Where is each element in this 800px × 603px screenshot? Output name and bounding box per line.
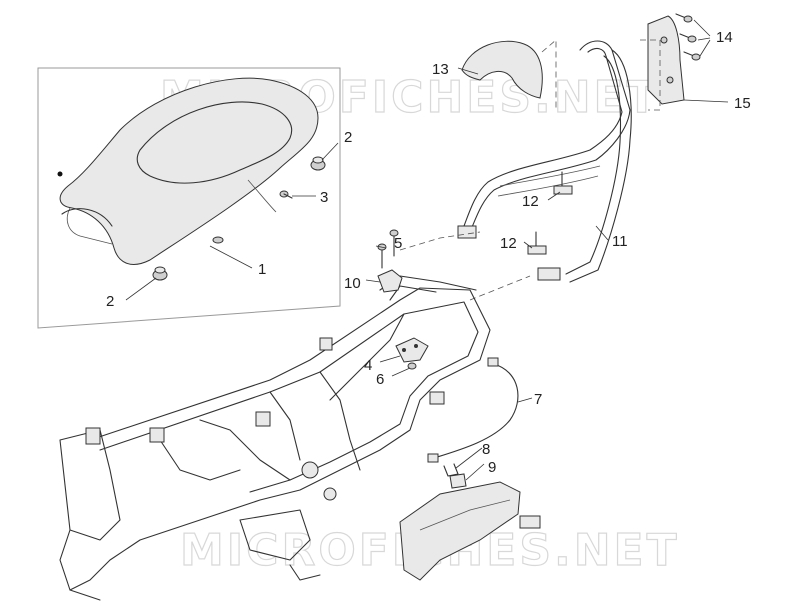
callout-9: 9: [488, 459, 496, 476]
callout-11: 11: [612, 233, 628, 250]
latch-bracket-part-10[interactable]: [377, 269, 403, 293]
seat-group-frame: [37, 67, 341, 329]
side-cover[interactable]: [399, 481, 541, 581]
frame-assembly: [59, 275, 491, 601]
callout-2-lower: 2: [106, 293, 114, 310]
callout-6: 6: [376, 371, 384, 388]
screw-part-3[interactable]: [279, 190, 293, 199]
nut-part-2-upper[interactable]: [310, 156, 326, 171]
callout-2-upper: 2: [344, 129, 352, 146]
bracket-dash-line: [640, 39, 661, 111]
callout-15: 15: [734, 95, 751, 112]
leader-lines: [125, 19, 729, 481]
callout-4: 4: [364, 357, 372, 374]
callout-10: 10: [344, 275, 361, 292]
callout-7: 7: [534, 391, 542, 408]
backrest-pad-part-13[interactable]: [461, 40, 543, 99]
seat-lock-part-4[interactable]: [395, 337, 429, 363]
screws-part-14[interactable]: [675, 13, 701, 61]
seat-hook-dot: [57, 171, 63, 177]
callout-14: 14: [716, 29, 733, 46]
callout-12-upper: 12: [522, 193, 539, 210]
screw-part-6[interactable]: [407, 362, 417, 370]
callout-12-lower: 12: [500, 235, 517, 252]
callout-5: 5: [394, 235, 402, 252]
rail-bracket-part-12-upper[interactable]: [553, 171, 573, 195]
rail-bracket-part-12-lower[interactable]: [527, 231, 547, 255]
seat-part[interactable]: [59, 77, 319, 265]
callout-3: 3: [320, 189, 328, 206]
callout-8: 8: [482, 441, 490, 458]
clip-part-8[interactable]: [443, 463, 459, 477]
rail-dash-a: [399, 231, 481, 251]
nut-part-2-lower[interactable]: [152, 266, 168, 281]
bracket-part-15[interactable]: [647, 15, 685, 105]
release-cable-part-7[interactable]: [427, 357, 519, 463]
rail-dash-b: [469, 275, 531, 301]
callout-1: 1: [258, 261, 266, 278]
bracket-part-9[interactable]: [449, 473, 467, 489]
pad-dash-line: [541, 39, 557, 110]
callout-13: 13: [432, 61, 449, 78]
grab-rail-part-11[interactable]: [457, 40, 632, 283]
